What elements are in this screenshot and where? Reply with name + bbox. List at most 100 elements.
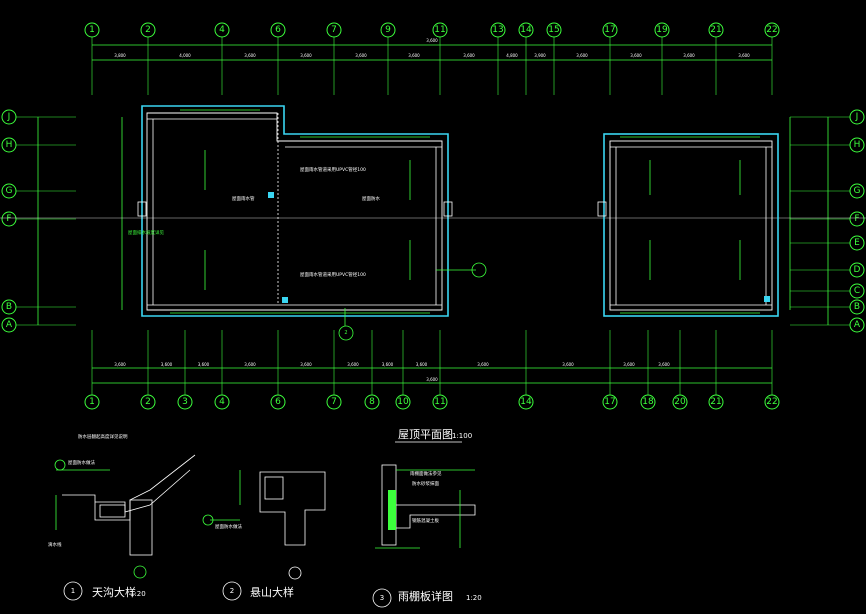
- detail-1-scale: 1:20: [130, 590, 146, 598]
- bottom-dim-value: 3,600: [198, 362, 210, 367]
- bottom-total-dim-text: 3,600: [426, 377, 438, 382]
- detail-3-scale: 1:20: [466, 594, 482, 602]
- top-dim-value: 3,600: [300, 53, 312, 58]
- axis-bubble-bottom-10-label: 10: [397, 397, 409, 407]
- axis-bubble-right-G-label: G: [854, 186, 861, 196]
- detail-3-note1: 雨棚面做法参见: [410, 470, 442, 477]
- axis-bubble-top-21: 21: [708, 22, 724, 38]
- axis-bubble-bottom-1: 1: [84, 394, 100, 410]
- axis-bubble-bottom-20-label: 20: [674, 397, 686, 407]
- axis-bubble-bottom-7: 7: [326, 394, 342, 410]
- axis-bubble-top-14-label: 14: [520, 25, 532, 35]
- axis-bubble-bottom-17: 17: [602, 394, 618, 410]
- axis-bubble-bottom-11: 11: [432, 394, 448, 410]
- axis-bubble-top-14: 14: [518, 22, 534, 38]
- axis-bubble-right-J-label: J: [855, 112, 859, 122]
- axis-bubble-bottom-18-label: 18: [642, 397, 654, 407]
- bottom-dim-value: 3,600: [562, 362, 574, 367]
- axis-bubble-left-A-label: A: [6, 320, 13, 330]
- axis-bubble-bottom-3: 3: [177, 394, 193, 410]
- right-roof-parapet: [609, 140, 773, 311]
- axis-bubble-right-B: B: [849, 299, 865, 315]
- axis-bubble-bottom-8-label: 8: [369, 397, 375, 407]
- axis-bubble-top-15: 15: [546, 22, 562, 38]
- axis-bubble-left-H: H: [1, 137, 17, 153]
- bottom-dim-value: 3,600: [244, 362, 256, 367]
- top-dim-value: 3,600: [738, 53, 750, 58]
- axis-bubble-bottom-6-label: 6: [275, 397, 281, 407]
- detail-1-note2: 屋面防水做法: [68, 459, 95, 466]
- top-dim-value: 3,800: [114, 53, 126, 58]
- top-dim-value: 3,900: [534, 53, 546, 58]
- top-dim-value: 4,800: [506, 53, 518, 58]
- axis-bubble-bottom-1-label: 1: [89, 397, 95, 407]
- detail-1-title: 天沟大样: [92, 585, 136, 599]
- axis-bubble-right-F: F: [849, 211, 865, 227]
- axis-bubble-bottom-7-label: 7: [331, 397, 337, 407]
- axis-bubble-top-2-label: 2: [145, 25, 151, 35]
- detail-3-number-circle: [372, 588, 392, 608]
- axis-bubble-top-19: 19: [654, 22, 670, 38]
- bottom-dim-value: 3,600: [477, 362, 489, 367]
- roof-note-b: 屋面排水坡度详见: [128, 229, 164, 236]
- top-dim-value: 3,600: [408, 53, 420, 58]
- axis-bubble-bottom-22: 22: [764, 394, 780, 410]
- detail-callout-marker: [471, 262, 487, 278]
- detail-2-title: 悬山大样: [250, 585, 294, 599]
- detail-1-gutter: 防水层翻起高度详见说明 屋面防水做法 滴水线 1 天沟大样 1:20: [48, 433, 196, 601]
- detail-3-canopy: 屋顶平面图 1:100 雨棚面做法参见 防水砂浆抹面 钢筋混凝土板 3 雨棚板详…: [372, 428, 482, 608]
- axis-bubble-bottom-4-label: 4: [219, 397, 225, 407]
- axis-bubble-right-D: D: [849, 262, 865, 278]
- right-roof-outline: [603, 133, 779, 317]
- top-dim-value: 3,600: [244, 53, 256, 58]
- roof-note-e: 屋面雨水管: [232, 195, 255, 202]
- axis-bubble-top-13: 13: [490, 22, 506, 38]
- axis-bubble-right-D-label: D: [854, 265, 861, 275]
- axis-bubble-top-6-label: 6: [275, 25, 281, 35]
- axis-bubble-bottom-3-label: 3: [182, 397, 188, 407]
- axis-bubble-bottom-2: 2: [140, 394, 156, 410]
- axis-bubble-top-22: 22: [764, 22, 780, 38]
- detail-1-note1: 防水层翻起高度详见说明: [78, 433, 128, 440]
- bottom-dim-value: 3,600: [658, 362, 670, 367]
- axis-bubble-bottom-18: 18: [640, 394, 656, 410]
- axis-bubble-top-22-label: 22: [766, 25, 777, 35]
- axis-bubble-top-7: 7: [326, 22, 342, 38]
- plan-scale: 1:100: [452, 432, 472, 440]
- right-roof-block: [597, 133, 779, 317]
- left-roof-outline: [141, 105, 449, 317]
- axis-bubble-bottom-2-label: 2: [145, 397, 151, 407]
- axis-bubble-left-F-label: F: [6, 214, 11, 224]
- axis-bubble-left-G: G: [1, 183, 17, 199]
- top-dim-value: 3,600: [463, 53, 475, 58]
- detail-3-note2: 防水砂浆抹面: [412, 480, 439, 487]
- bottom-dim-value: 3,600: [114, 362, 126, 367]
- bottom-dim-texts: 3,600 3,600 3,600 3,600 3,600 3,600 3,600 3,600…: [114, 362, 670, 367]
- bottom-dim-value: 3,600: [300, 362, 312, 367]
- bottom-dim-value: 3,600: [416, 362, 428, 367]
- section-marker: [338, 325, 354, 341]
- axis-bubble-bottom-11-label: 11: [434, 397, 445, 407]
- detail-2-note1: 屋面防水做法: [215, 523, 242, 530]
- bottom-dim-value: 3,600: [347, 362, 359, 367]
- axis-bubble-left-J: J: [1, 109, 17, 125]
- axis-bubble-bottom-21-label: 21: [710, 397, 721, 407]
- axis-bubble-bottom-17-label: 17: [604, 397, 615, 407]
- top-dim-value: 3,600: [355, 53, 367, 58]
- top-dim-value: 3,600: [630, 53, 642, 58]
- axis-bubble-top-1-label: 1: [89, 25, 95, 35]
- top-dim-value: 4,000: [179, 53, 191, 58]
- top-dim-texts: 3,800 4,000 3,600 3,600 3,600 3,600 3,600 4,800…: [114, 53, 750, 58]
- axis-bubble-top-7-label: 7: [331, 25, 337, 35]
- axis-bubble-right-C-label: C: [854, 286, 860, 296]
- left-roof-block: 屋面雨水管道采用UPVC管径100 屋面雨水管道采用UPVC管径100 屋面雨水…: [0, 105, 866, 341]
- axis-bubble-bottom-20: 20: [672, 394, 688, 410]
- callout-marker-text: 2: [344, 330, 347, 336]
- axis-bubble-top-4: 4: [214, 22, 230, 38]
- axis-bubble-right-H-label: H: [854, 140, 861, 150]
